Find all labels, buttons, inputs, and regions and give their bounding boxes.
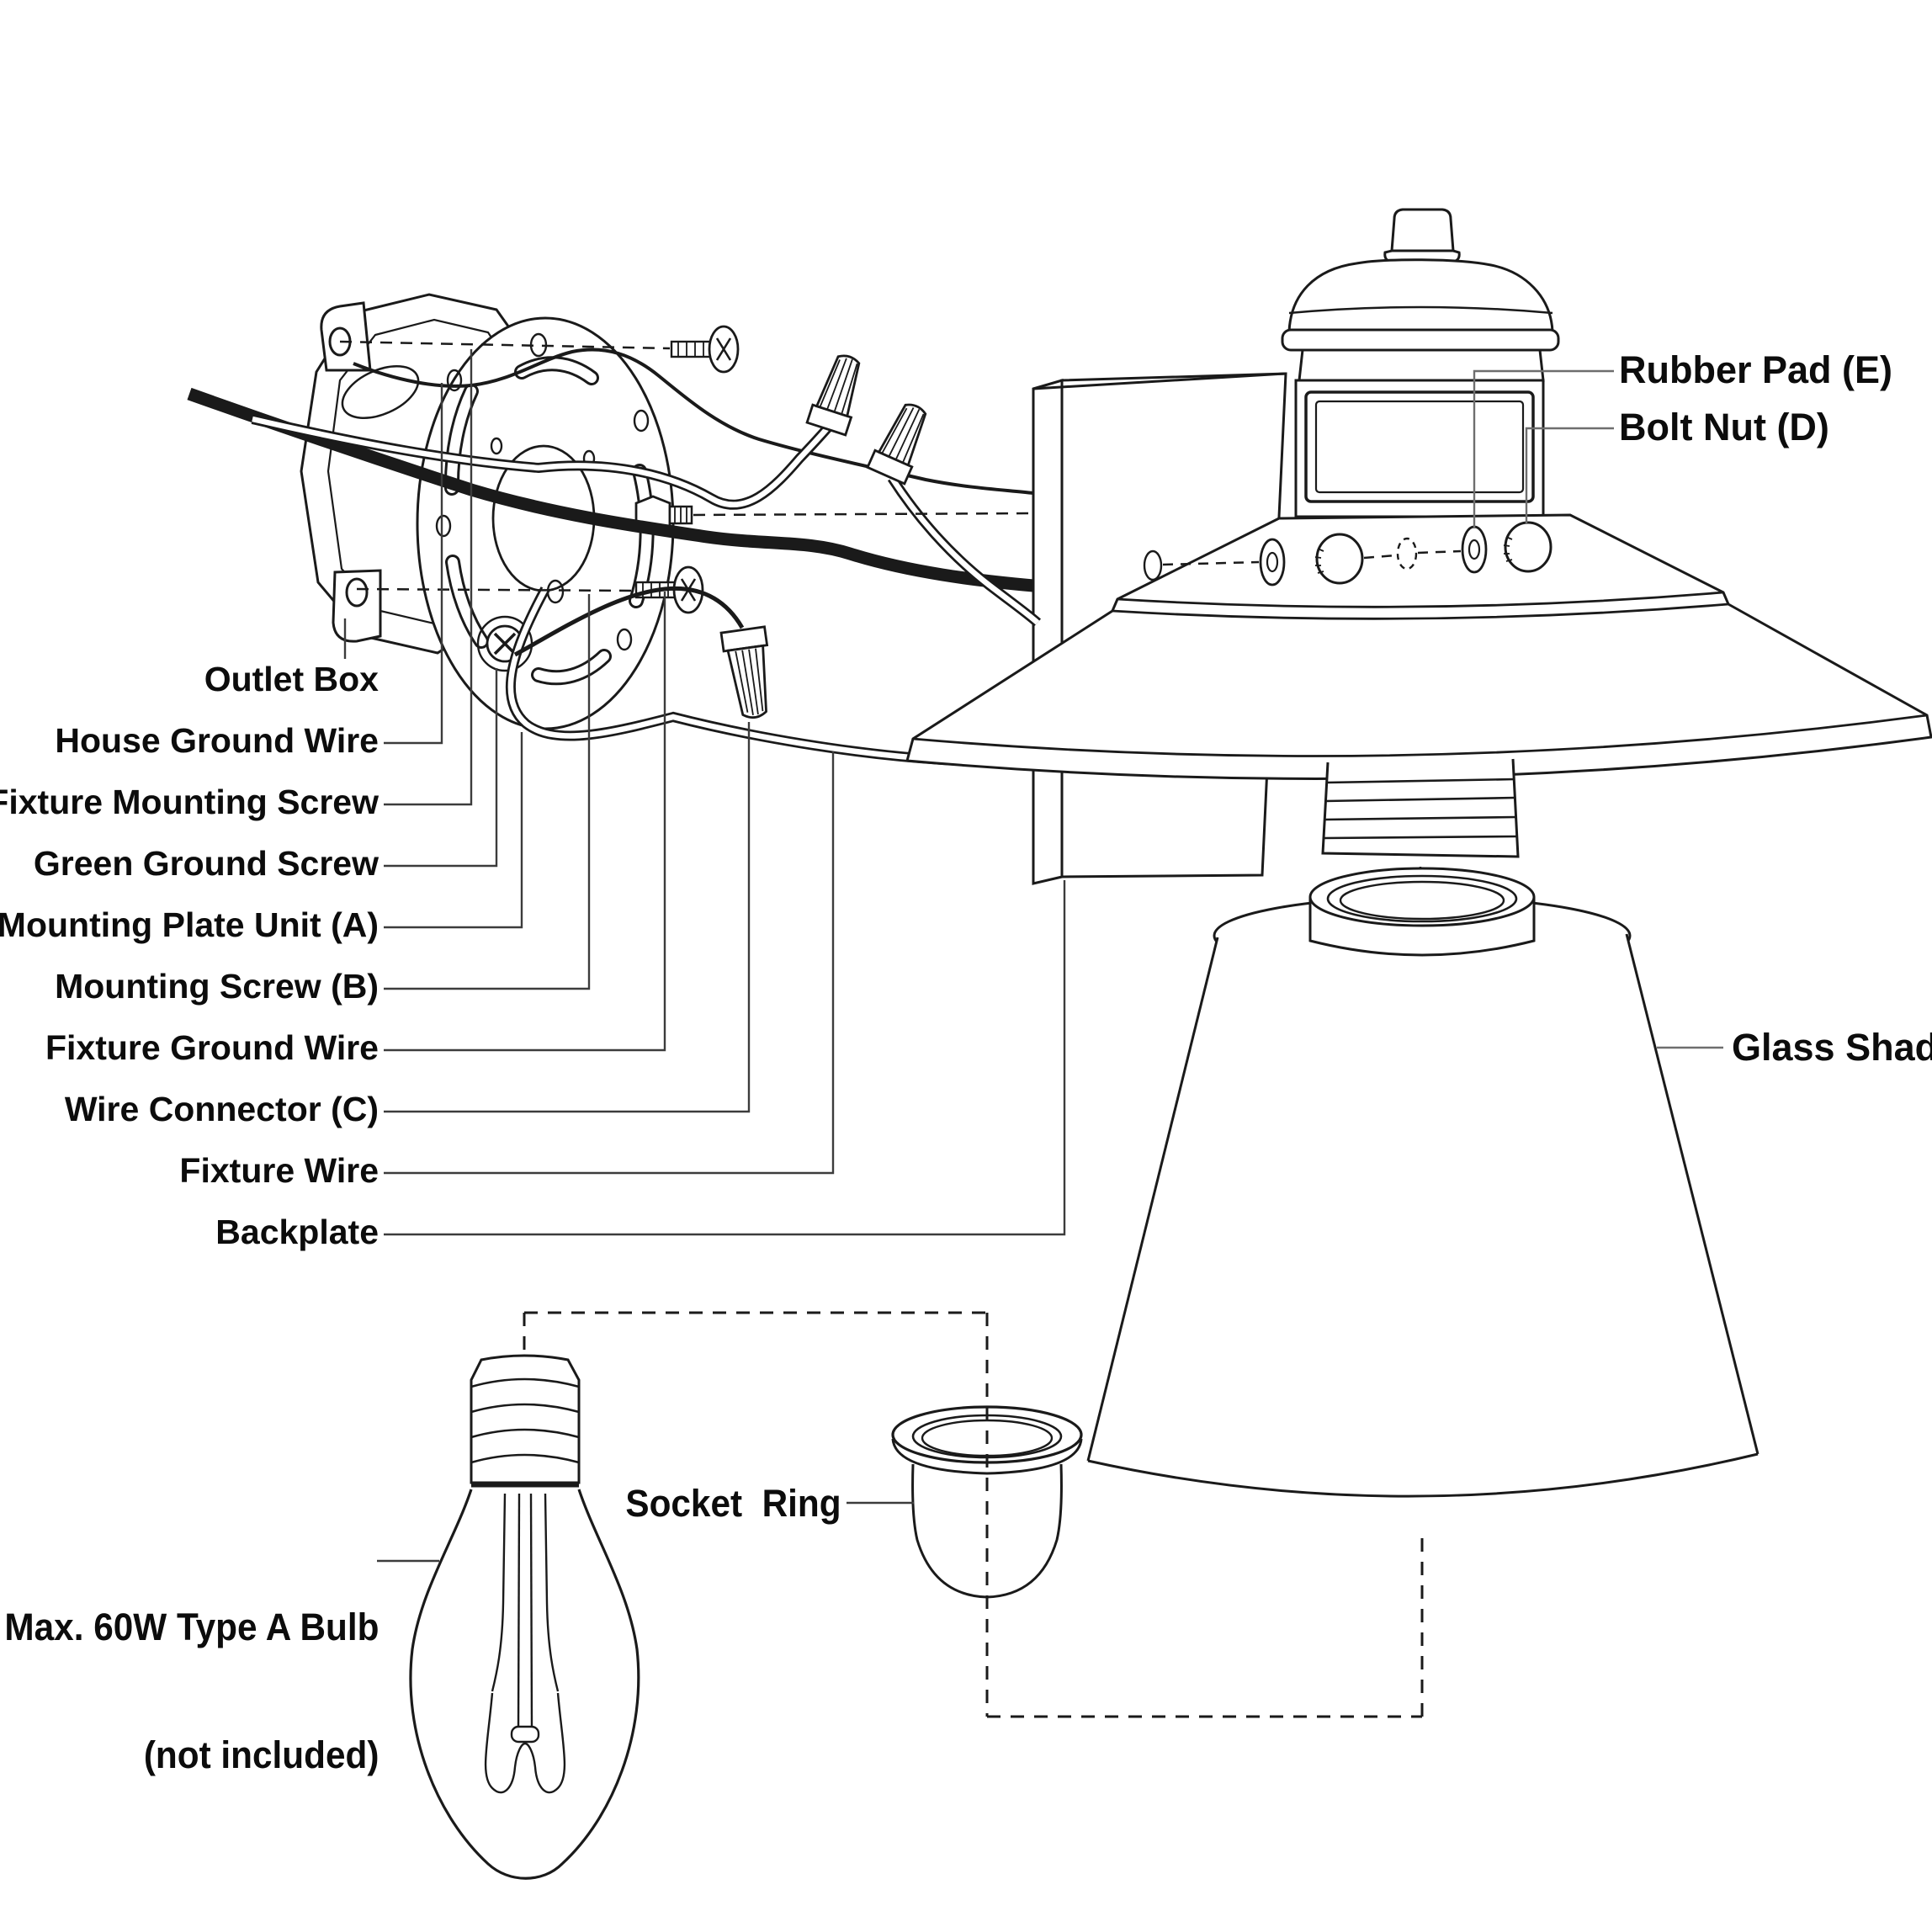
glass-shade-drawing	[1086, 867, 1760, 1498]
label-socket-ring: Socket Ring	[625, 1482, 841, 1525]
label-glass-shade: Glass Shade	[1732, 1026, 1932, 1069]
bolt-nut-left	[1314, 533, 1364, 585]
label-bulb-line2: (not included)	[143, 1733, 380, 1776]
rubber-pad-right	[1461, 525, 1488, 574]
bulb-drawing	[409, 1354, 640, 1880]
bolt-nut-right	[1503, 521, 1552, 573]
leader-lines-gray	[1473, 369, 1723, 1049]
rubber-pad-left	[1259, 538, 1286, 586]
label-house-ground-wire: House Ground Wire	[55, 721, 379, 760]
label-bulb-line1: Max. 60W Type A Bulb	[3, 1606, 380, 1648]
label-backplate: Backplate	[215, 1213, 379, 1251]
house-power-cable	[187, 387, 1034, 592]
threaded-neck-drawing	[1321, 758, 1520, 858]
label-mounting-plate-unit: Mounting Plate Unit (A)	[0, 905, 379, 944]
explode-dashed-path	[523, 1311, 1424, 1718]
mounting-plate-drawing	[416, 316, 693, 730]
fixture-mounting-screw-top	[670, 325, 740, 374]
label-outlet-box: Outlet Box	[204, 660, 379, 698]
lamp-housing-drawing	[1281, 208, 1560, 518]
wire-connector-a	[805, 354, 861, 437]
label-mounting-screw: Mounting Screw (B)	[55, 967, 379, 1006]
label-green-ground-screw: Green Ground Screw	[33, 844, 379, 883]
label-fixture-mounting-screw: Fixture Mounting Screw	[0, 783, 379, 821]
wire-connector-b	[866, 403, 927, 486]
wire-connector-c	[719, 625, 769, 719]
fixture-ground-wire-drawing	[513, 586, 745, 657]
label-bulb: Max. 60W Type A Bulb (not included)	[0, 1531, 379, 1787]
fastener-row-drawing	[1143, 521, 1552, 586]
leader-lines	[343, 349, 1066, 1563]
label-fixture-ground-wire: Fixture Ground Wire	[45, 1028, 379, 1067]
label-bolt-nut: Bolt Nut (D)	[1619, 406, 1829, 448]
label-fixture-wire: Fixture Wire	[179, 1151, 379, 1190]
label-rubber-pad: Rubber Pad (E)	[1619, 348, 1893, 391]
label-wire-connector: Wire Connector (C)	[64, 1090, 379, 1128]
